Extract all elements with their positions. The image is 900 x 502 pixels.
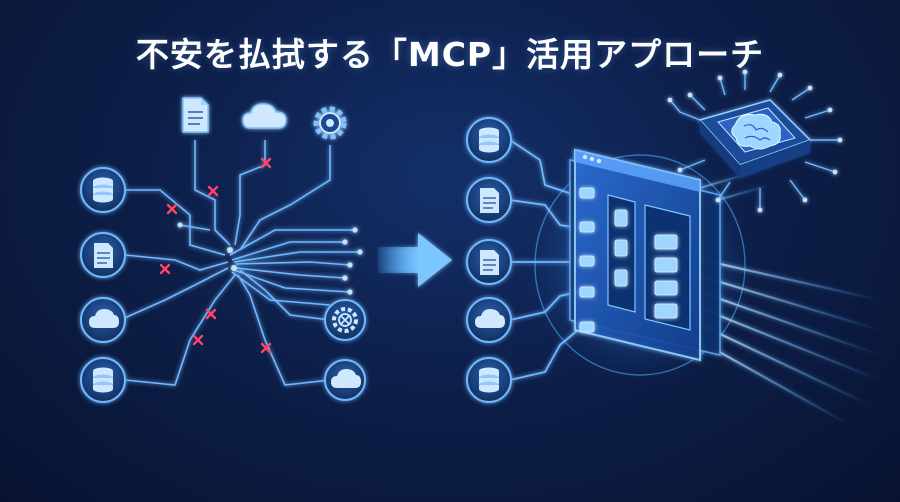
left-line-terminals (177, 222, 363, 295)
left-tangled-network (119, 140, 360, 386)
database-icon (479, 367, 499, 393)
panel-ports (579, 187, 678, 333)
left-source-node (80, 297, 126, 343)
right-source-node (466, 357, 512, 403)
right-source-node (466, 297, 512, 343)
error-x-icon (192, 334, 204, 346)
broken-link-marks (159, 157, 272, 354)
database-icon (93, 367, 113, 393)
cloud-icon (89, 309, 119, 328)
database-icon (93, 177, 113, 203)
source-to-hub-links (509, 139, 580, 381)
error-x-icon (159, 263, 171, 275)
cloud-icon (475, 309, 505, 328)
left-source-node (80, 357, 126, 403)
right-target-node (324, 359, 366, 401)
error-x-icon (260, 157, 272, 169)
document-icon (480, 188, 499, 213)
left-source-node (80, 167, 126, 213)
error-x-icon (207, 185, 219, 197)
cloud-icon (331, 369, 361, 388)
transition-arrow-icon (378, 233, 452, 287)
left-source-node (80, 232, 126, 278)
right-source-node (466, 239, 512, 285)
error-x-icon (260, 342, 272, 354)
error-x-icon (205, 308, 217, 320)
document-icon (182, 97, 209, 133)
right-source-node (466, 177, 512, 223)
error-x-icon (166, 203, 178, 215)
document-icon (94, 243, 113, 268)
database-icon (479, 127, 499, 153)
brain-chip-icon (667, 69, 843, 213)
gear-icon (313, 106, 347, 140)
right-source-node (466, 117, 512, 163)
right-target-node (324, 299, 366, 341)
document-icon (480, 250, 499, 275)
gear-icon (332, 307, 358, 333)
hub-aura (534, 154, 746, 376)
page-title: 不安を払拭する「MCP」活用アプローチ (135, 35, 765, 74)
cloud-icon (242, 103, 287, 129)
